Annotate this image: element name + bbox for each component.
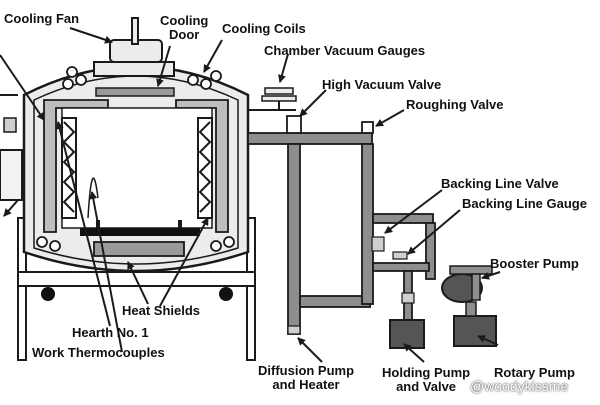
roughing-valve <box>361 121 374 134</box>
holding-pump <box>389 319 425 349</box>
label-high-vacuum-valve: High Vacuum Valve <box>322 77 442 92</box>
label-diffusion-pump: Diffusion Pump and Heater <box>258 364 354 392</box>
label-diffusion-pump-line2: and Heater <box>272 377 340 392</box>
heating-elements <box>61 117 213 219</box>
hot-zone <box>43 99 229 233</box>
holding-line-valve <box>401 292 415 304</box>
label-chamber-vacuum-gauges: Chamber Vacuum Gauges <box>264 43 426 58</box>
label-roughing-valve: Roughing Valve <box>406 97 504 112</box>
label-cooling-door-line1: Cooling <box>160 13 209 28</box>
label-backing-line-gauge: Backing Line Gauge <box>462 196 587 211</box>
label-backing-line-valve: Backing Line Valve <box>441 176 559 191</box>
vacuum-piping <box>247 132 436 335</box>
chamber-vacuum-gauge <box>248 87 297 111</box>
work-thermocouple <box>87 177 99 219</box>
cooling-coils <box>36 66 235 252</box>
cooling-door <box>95 87 175 97</box>
watermark: @woodykissme <box>470 378 569 394</box>
cooling-fan <box>93 17 175 77</box>
booster-pump <box>441 265 493 303</box>
left-equipment-fragment <box>0 94 23 201</box>
leader-arrows <box>0 27 501 363</box>
label-cooling-door: Cooling Door <box>160 14 208 42</box>
label-work-thermocouples: Work Thermocouples <box>32 345 165 360</box>
hearth <box>80 220 200 257</box>
backing-line-valve <box>371 236 385 252</box>
label-heat-shields: Heat Shields <box>122 303 201 318</box>
label-cooling-door-line2: Door <box>169 27 200 42</box>
label-holding-pump-line2: and Valve <box>396 379 457 394</box>
label-holding-pump-line1: Holding Pump <box>382 365 471 380</box>
backing-line-gauge <box>392 251 408 260</box>
diffusion-pump-valves <box>287 325 301 335</box>
label-holding-pump: Holding Pump and Valve <box>382 366 470 394</box>
label-booster-pump: Booster Pump <box>490 256 579 271</box>
high-vacuum-valve <box>286 115 302 134</box>
rotary-pump <box>453 301 497 347</box>
label-diffusion-pump-line1: Diffusion Pump <box>258 363 355 378</box>
label-rotary-pump: Rotary Pump <box>494 365 575 380</box>
label-hearth-no-1: Hearth No. 1 <box>72 325 149 340</box>
label-cooling-fan: Cooling Fan <box>4 11 80 26</box>
label-cooling-coils: Cooling Coils <box>222 21 306 36</box>
